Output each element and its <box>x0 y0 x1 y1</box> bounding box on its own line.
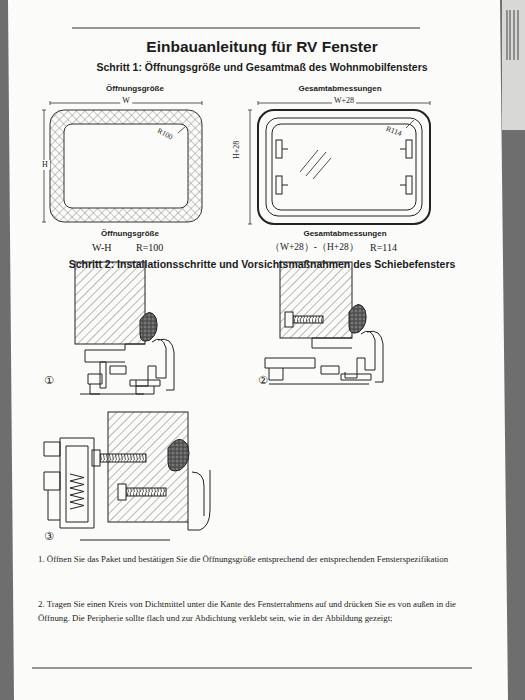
page-title: Einbauanleitung für RV Fenster <box>146 38 377 57</box>
section-heading: Öffnungsgröße <box>101 229 159 239</box>
figure-label: ③ <box>44 530 54 543</box>
section-heading: Gesamtabmessungen <box>303 229 386 239</box>
figure-label: H+28 <box>232 139 242 161</box>
figure-label: R=114 <box>370 242 397 254</box>
rule-line <box>32 668 472 669</box>
figure-label: W-H <box>92 242 111 254</box>
section-heading: Schritt 2: Installationsschritte und Vor… <box>69 258 456 271</box>
rule-line <box>72 28 420 29</box>
section-heading: Gesamtabmessungen <box>298 84 381 94</box>
section-heading: Öffnungsgröße <box>106 84 164 94</box>
figure-label: ① <box>44 374 54 387</box>
figure-label: W+28 <box>332 96 356 106</box>
figure-label: ② <box>258 374 268 387</box>
figure-label: W <box>120 96 132 106</box>
paper-sheet <box>8 0 508 700</box>
section-figure-2 <box>265 262 383 384</box>
figure-label: R=100 <box>136 242 163 254</box>
instruction-text: 2. Tragen Sie einen Kreis von Dichtmitte… <box>38 598 470 625</box>
section-figure-1 <box>75 262 174 394</box>
instruction-text: 1. Öffnen Sie das Paket und bestätigen S… <box>38 553 470 567</box>
opening-figure <box>44 103 202 222</box>
label-sticker <box>502 0 525 130</box>
section-heading: Schritt 1: Öffnungsgröße und Gesamtmaß d… <box>96 61 427 74</box>
barcode <box>507 10 518 60</box>
window-figure <box>250 103 430 224</box>
figure-label: R100 <box>156 126 175 142</box>
section-figure-3 <box>44 412 210 540</box>
figure-label: H <box>40 160 50 170</box>
figure-label: （W+28）-（H+28） <box>270 242 359 253</box>
figure-label: R114 <box>385 124 403 138</box>
